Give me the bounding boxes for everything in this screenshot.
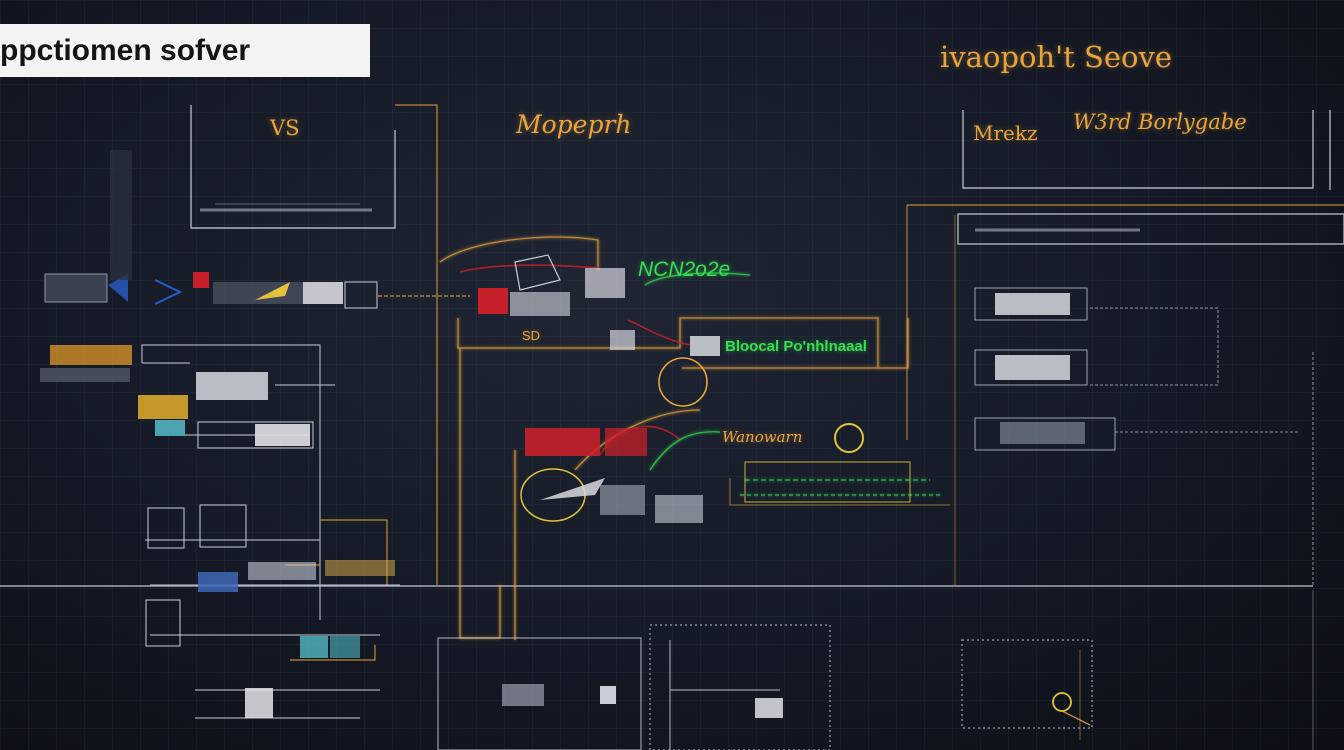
panel-top-right — [957, 110, 1344, 245]
sd-label: SD — [522, 328, 541, 343]
center-devices — [478, 254, 864, 523]
bottom-panels — [437, 624, 1093, 750]
word-board-label: W3rd Borlygabe — [1073, 110, 1247, 134]
network-label: NCN2o2e — [638, 258, 731, 281]
left-components — [145, 372, 395, 718]
mrekz-label: Mrekz — [973, 121, 1038, 145]
center-green-wiring — [644, 272, 940, 496]
wanow-label: Wanowarn — [722, 428, 803, 446]
strip-left-top — [154, 272, 378, 309]
vs-orange-connector — [395, 104, 438, 585]
mopeprh-label: Mopeprh — [516, 110, 632, 139]
rack-modules — [974, 287, 1116, 451]
data-box-bracket — [729, 478, 950, 506]
top-right-heading: ivaopoh't Seove — [940, 40, 1172, 74]
left-tree-connectors — [141, 344, 400, 719]
left-device-icons — [40, 150, 188, 436]
bloocal-label: Bloocal Po'nhlnaaal — [725, 338, 867, 355]
page-title: ppctiomen sofver — [0, 24, 370, 77]
vs-label: VS — [270, 116, 300, 140]
bottom-components — [502, 650, 1091, 740]
panel-vs — [190, 105, 396, 229]
green-data-box — [744, 461, 911, 503]
rack-connector-lines — [1090, 307, 1314, 585]
